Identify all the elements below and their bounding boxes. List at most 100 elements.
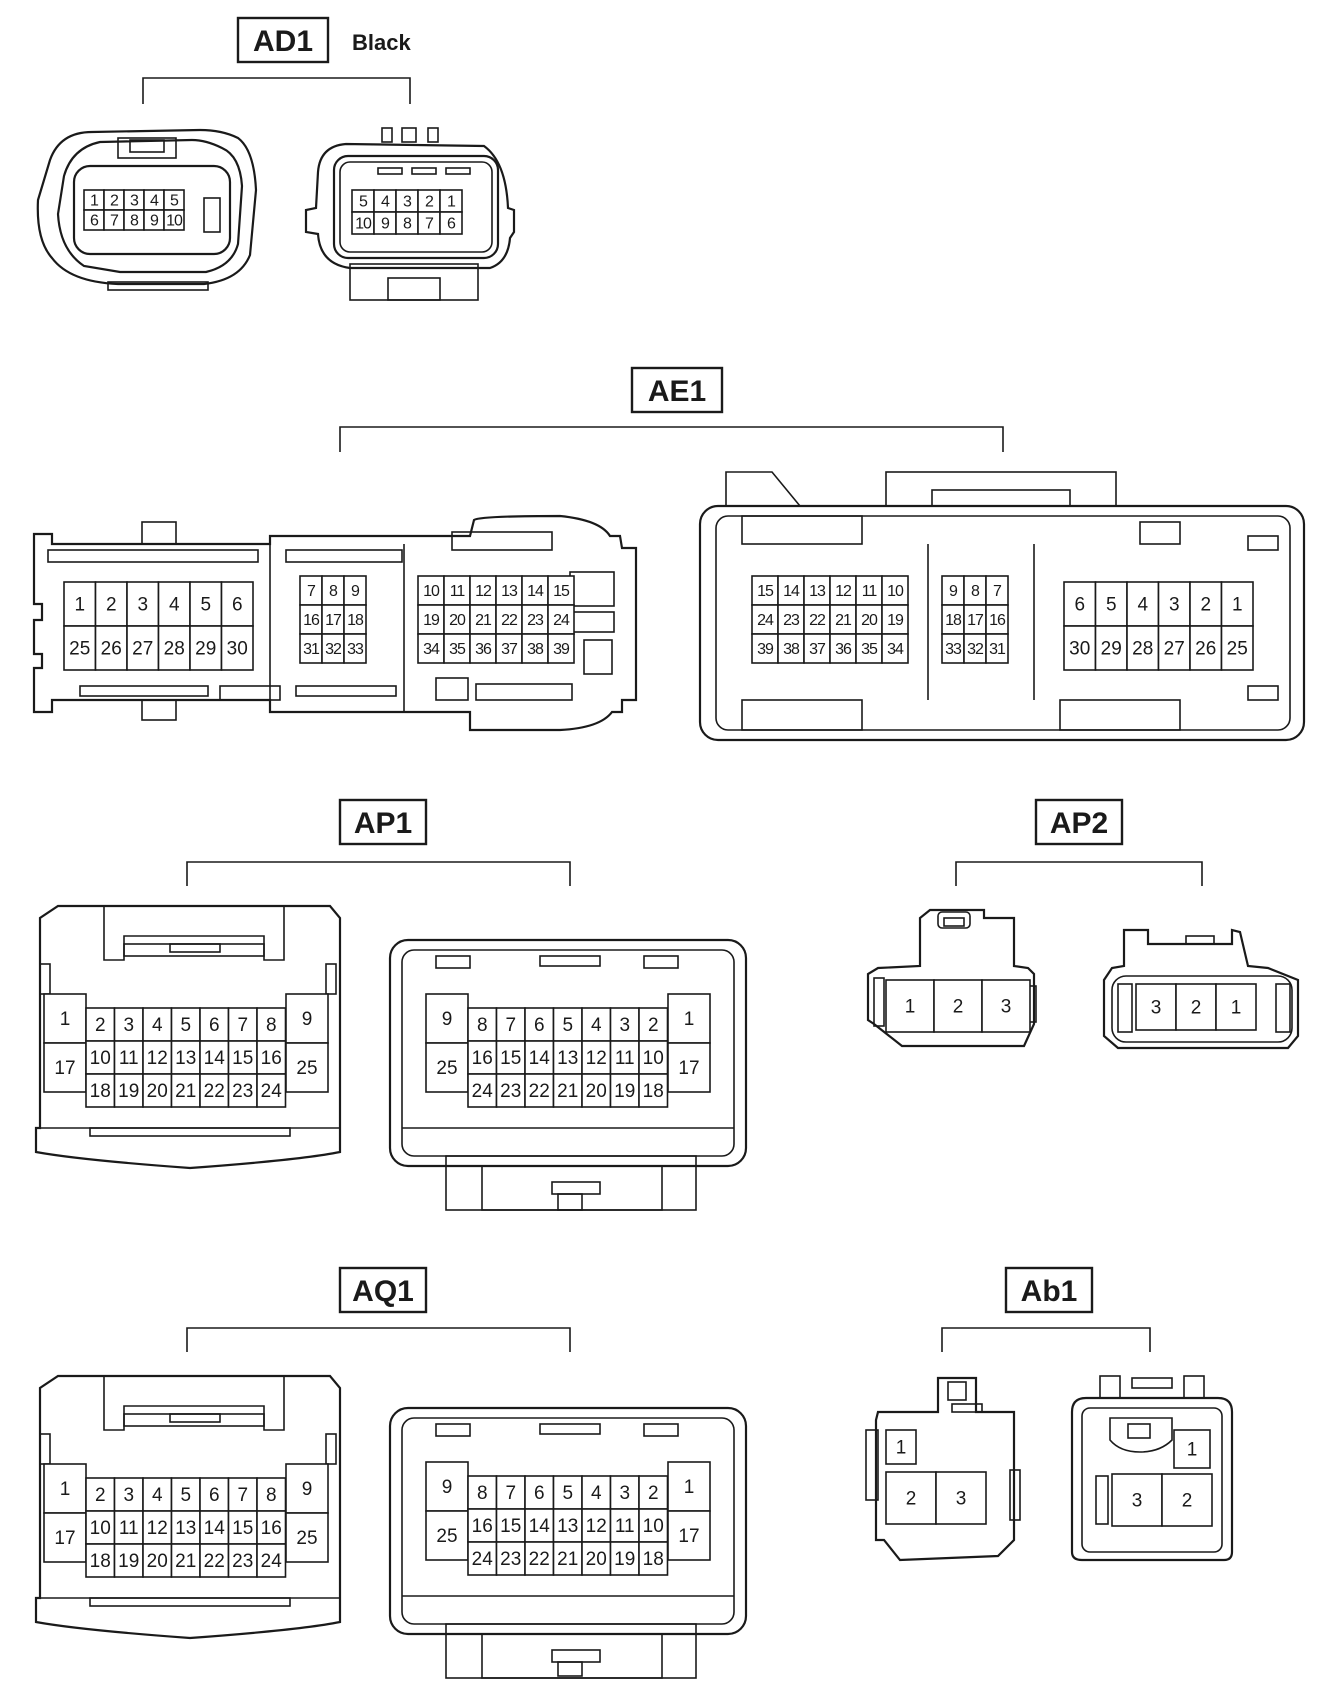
- pin-number: 21: [175, 1081, 196, 1102]
- pin-cell: [524, 1073, 555, 1108]
- pin-number: 14: [529, 1516, 551, 1537]
- pin-number: 5: [359, 194, 368, 211]
- aq1-female-pin-grid-right: 925: [285, 1463, 329, 1563]
- pin-cell: [142, 1543, 173, 1578]
- pin-number: 18: [90, 1551, 111, 1572]
- pin-number: 5: [180, 1485, 191, 1506]
- bracket: [339, 426, 1004, 452]
- pin-cell: [417, 604, 445, 635]
- connector-label: AP2: [1050, 807, 1108, 840]
- pin-number: 22: [529, 1081, 550, 1102]
- ap1-male-housing: [388, 938, 748, 1211]
- pin-number: 13: [809, 583, 826, 600]
- pin-number: 39: [553, 641, 570, 658]
- pin-cell: [881, 604, 909, 635]
- pin-cell: [256, 1543, 287, 1578]
- pin-number: 9: [302, 1479, 313, 1500]
- pin-cell: [885, 1429, 917, 1465]
- pin-cell: [94, 625, 128, 671]
- pin-cell: [581, 1007, 612, 1042]
- pin-cell: [885, 1471, 937, 1525]
- pin-number: 6: [209, 1015, 220, 1036]
- pin-number: 15: [553, 583, 570, 600]
- pin-cell: [170, 1040, 201, 1075]
- bracket: [142, 77, 411, 104]
- pin-number: 4: [169, 595, 180, 616]
- pin-number: 22: [204, 1081, 225, 1102]
- pin-number: 23: [500, 1081, 521, 1102]
- pin-number: 35: [449, 641, 466, 658]
- pin-cell: [581, 1040, 612, 1075]
- pin-number: 12: [586, 1516, 607, 1537]
- pin-number: 30: [1069, 639, 1090, 660]
- pin-number: 4: [1137, 595, 1148, 616]
- pin-number: 16: [472, 1048, 493, 1069]
- connector-label-box: [338, 798, 428, 846]
- pin-number: 11: [615, 1048, 635, 1069]
- pin-number: 20: [586, 1549, 607, 1570]
- ab1-female-housing: [865, 1376, 1021, 1562]
- pin-number: 36: [475, 641, 492, 658]
- pin-number: 7: [307, 583, 316, 600]
- pin-number: 8: [477, 1015, 488, 1036]
- pin-number: 9: [381, 216, 390, 233]
- pin-cell: [521, 604, 549, 635]
- pin-cell: [1111, 1473, 1163, 1527]
- pin-number: 11: [119, 1048, 139, 1069]
- pin-cell: [552, 1541, 583, 1576]
- pin-number: 4: [591, 1015, 602, 1036]
- pin-cell: [638, 1541, 669, 1576]
- pin-cell: [521, 633, 549, 664]
- pin-number: 24: [472, 1081, 494, 1102]
- pin-number: 33: [945, 641, 962, 658]
- pin-number: 2: [1191, 998, 1202, 1019]
- pin-number: 6: [534, 1015, 545, 1036]
- pin-number: 23: [500, 1549, 521, 1570]
- aq1-female-pin-grid-left: 117: [43, 1463, 87, 1563]
- pin-cell: [495, 1541, 526, 1576]
- pin-number: 31: [989, 641, 1006, 658]
- pin-number: 2: [906, 1489, 917, 1510]
- pin-number: 20: [586, 1081, 607, 1102]
- pin-number: 1: [60, 1009, 71, 1030]
- ap1-female-pin-grid-left: 117: [43, 993, 87, 1093]
- connector-label-box: [1004, 1266, 1094, 1314]
- pin-cell: [1220, 625, 1254, 671]
- pin-cell: [667, 1510, 711, 1561]
- pin-number: 3: [956, 1489, 967, 1510]
- pin-number: 38: [527, 641, 544, 658]
- ap1-male-pin-grid-right: 117: [667, 993, 711, 1093]
- pin-cell: [855, 604, 883, 635]
- pin-cell: [609, 1073, 640, 1108]
- ab1-male-housing: [1070, 1375, 1234, 1562]
- pin-number: 25: [436, 1526, 457, 1547]
- pin-number: 9: [302, 1009, 313, 1030]
- pin-number: 10: [90, 1048, 111, 1069]
- pin-number: 16: [261, 1048, 282, 1069]
- pin-number: 24: [553, 612, 570, 629]
- pin-number: 7: [425, 216, 434, 233]
- pin-number: 11: [119, 1518, 139, 1539]
- pin-cell: [855, 633, 883, 664]
- pin-number: 4: [591, 1483, 602, 1504]
- pin-number: 10: [90, 1518, 111, 1539]
- pin-number: 25: [296, 1058, 317, 1079]
- pin-number: 1: [447, 194, 456, 211]
- pin-number: 15: [500, 1048, 521, 1069]
- pin-number: 25: [69, 639, 90, 660]
- pin-number: 30: [227, 639, 248, 660]
- pin-cell: [63, 625, 97, 671]
- pin-number: 23: [232, 1551, 253, 1572]
- pin-cell: [343, 633, 367, 664]
- pin-number: 32: [967, 641, 984, 658]
- pin-cell: [63, 581, 97, 627]
- pin-cell: [142, 1073, 173, 1108]
- pin-number: 5: [180, 1015, 191, 1036]
- pin-number: 35: [861, 641, 878, 658]
- pin-cell: [170, 1543, 201, 1578]
- pin-number: 20: [147, 1551, 168, 1572]
- pin-number: 4: [150, 193, 159, 210]
